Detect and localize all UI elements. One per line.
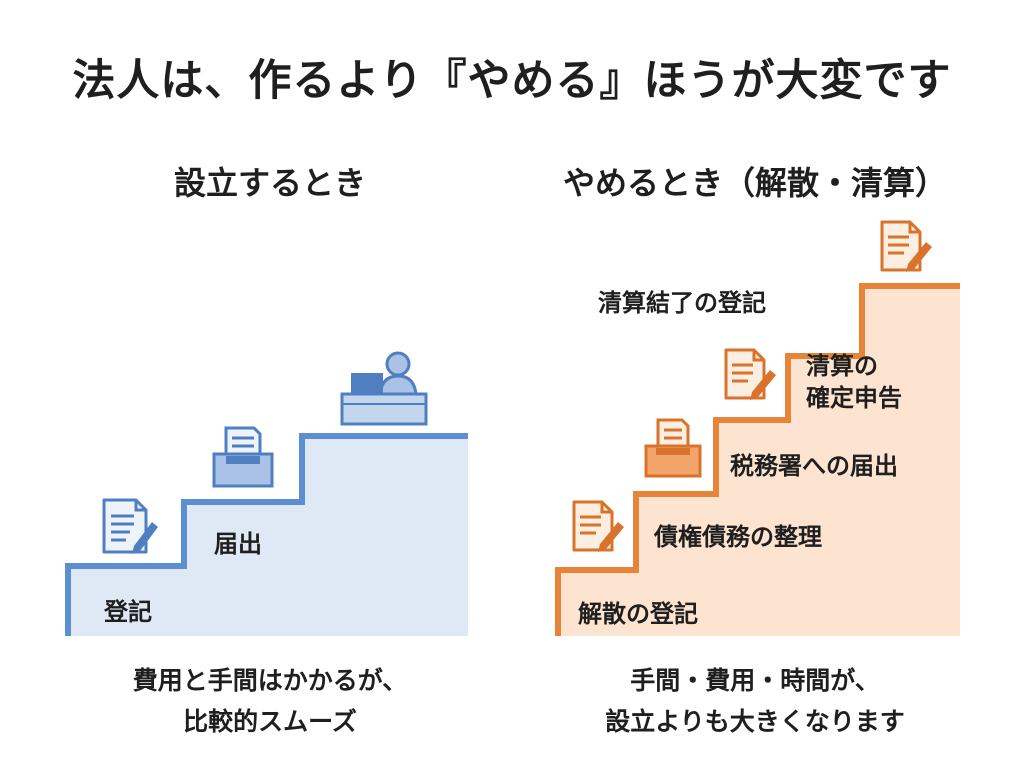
closing-step-liquidation-completion: 清算結了の登記 [598, 289, 766, 317]
setup-stair-line [65, 433, 468, 636]
closing-caption-line2: 設立よりも大きくなります [605, 707, 905, 736]
person-desk-icon [340, 351, 428, 426]
closing-step-final-return-line1: 清算の [806, 352, 878, 380]
tray-document-icon [212, 426, 274, 488]
closing-step-tax-office-notice: 税務署への届出 [730, 452, 898, 480]
closing-stair-fill [558, 286, 960, 636]
closing-staircase [555, 283, 960, 636]
closing-stair-line [555, 283, 960, 636]
setup-staircase [65, 433, 468, 636]
setup-step-notification: 届出 [214, 530, 262, 558]
document-pen-icon [880, 220, 932, 272]
setup-stair-fill [68, 436, 468, 636]
setup-caption-line2: 比較的スムーズ [183, 707, 357, 736]
setup-step-registration: 登記 [104, 598, 152, 626]
main-title: 法人は、作るより『やめる』ほうが大変です [72, 56, 952, 106]
setup-caption: 費用と手間はかかるが、 比較的スムーズ [60, 660, 480, 742]
closing-caption-line1: 手間・費用・時間が、 [630, 666, 880, 695]
closing-step-dissolution-registration: 解散の登記 [578, 600, 698, 628]
document-pen-icon [102, 498, 158, 554]
closing-step-claims-liabilities: 債権債務の整理 [654, 523, 822, 551]
closing-caption: 手間・費用・時間が、 設立よりも大きくなります [520, 660, 990, 742]
setup-caption-line1: 費用と手間はかかるが、 [132, 666, 408, 695]
document-pen-icon [724, 348, 776, 400]
document-pen-icon [572, 500, 624, 552]
closing-heading: やめるとき（解散・清算） [562, 164, 947, 202]
setup-heading: 設立するとき [173, 164, 366, 202]
closing-step-final-return-line2: 確定申告 [806, 384, 902, 412]
tray-document-icon [644, 418, 702, 478]
